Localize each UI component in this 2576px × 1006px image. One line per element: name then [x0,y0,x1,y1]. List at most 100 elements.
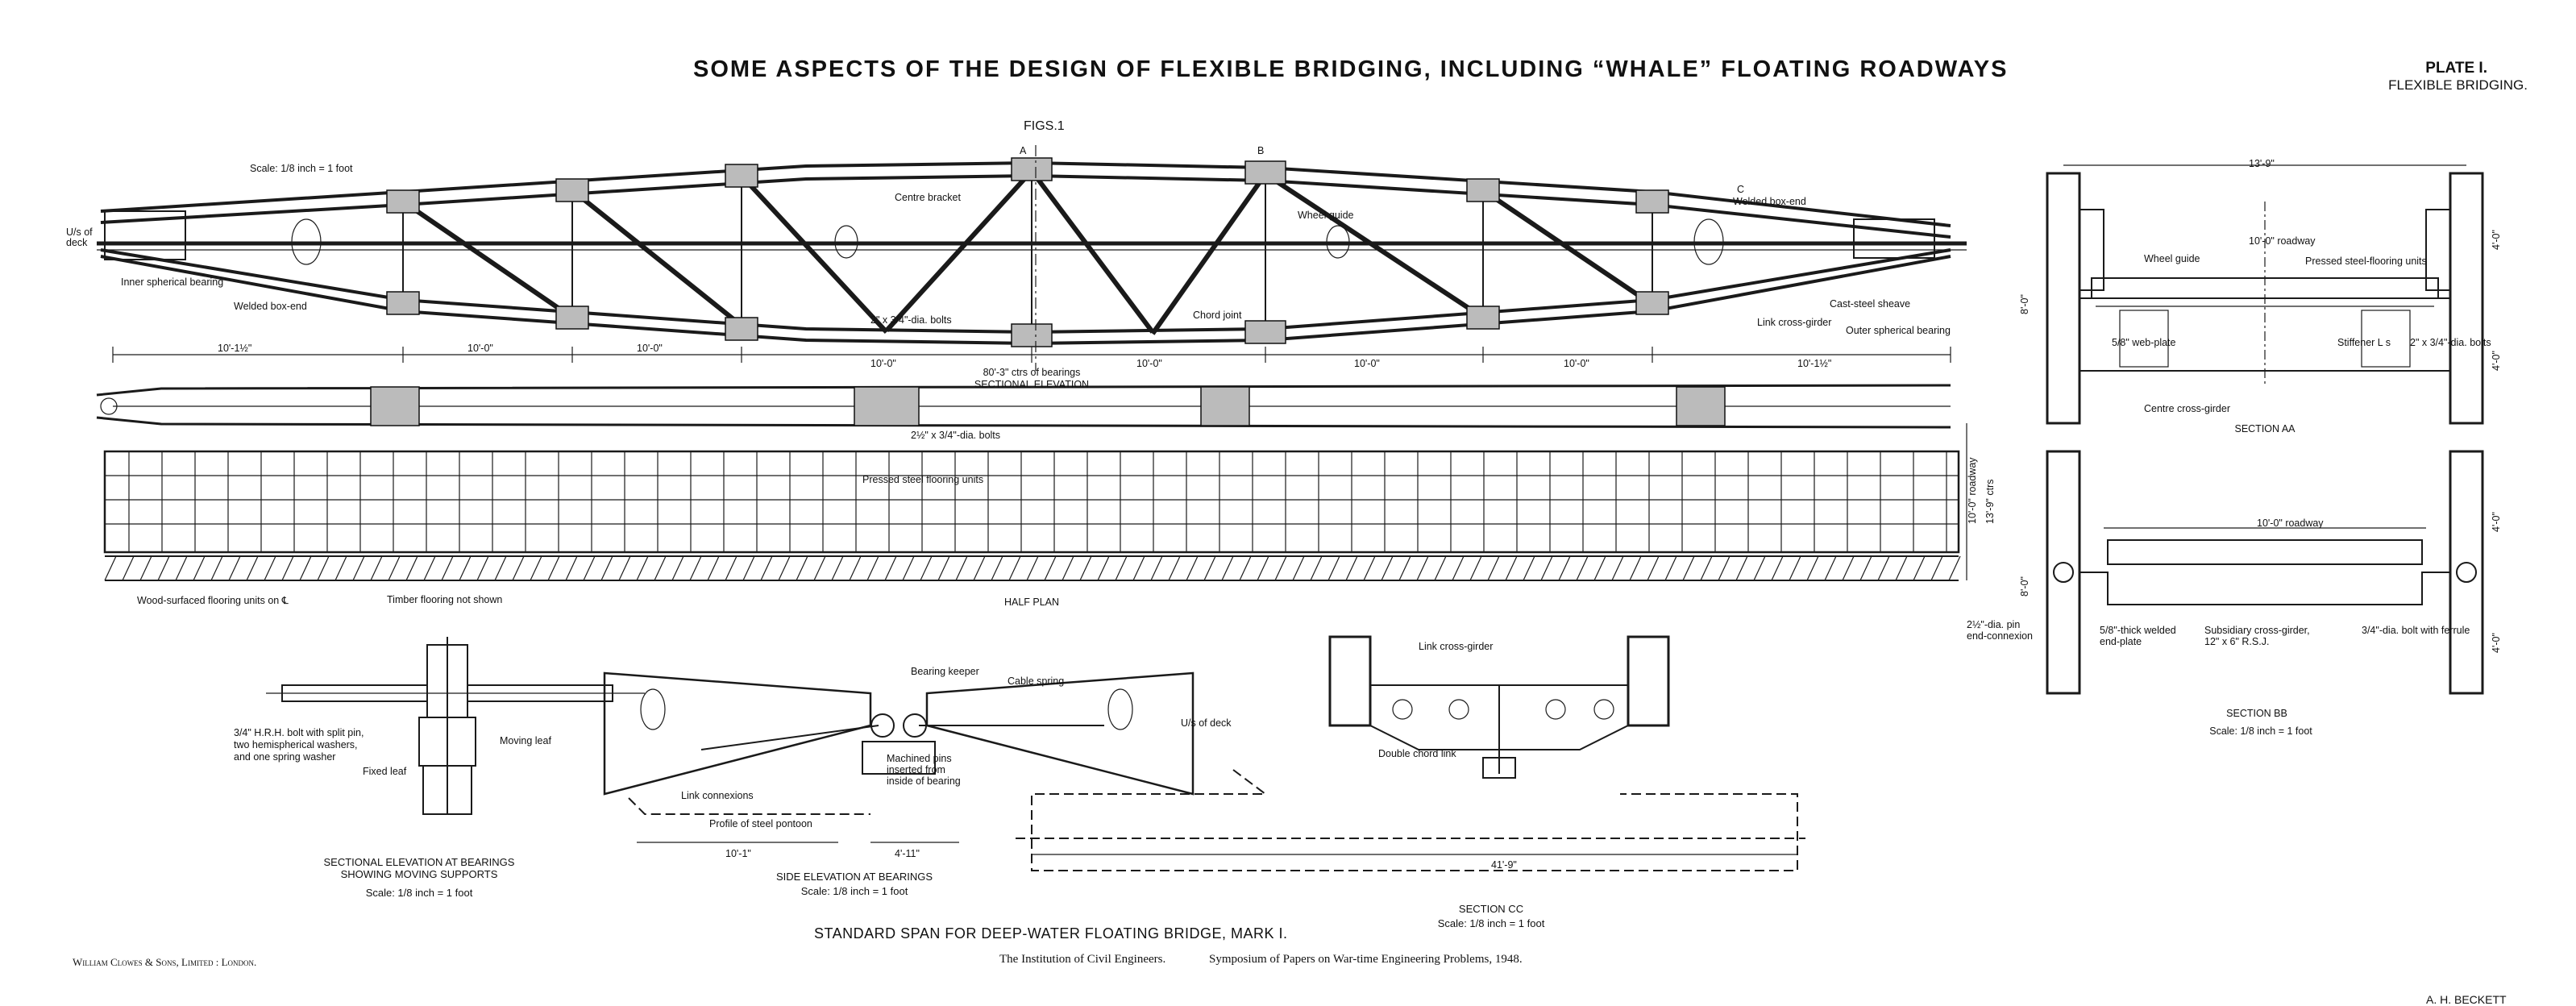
label-welded-box-end-right: Welded box-end [1733,196,1806,207]
timber-hatch-line [1824,555,1837,581]
cc-link-cross-girder: Link cross-girder [1419,641,1494,652]
timber-hatch-line [1274,555,1287,581]
se-pins-1: Machined pins [887,753,952,764]
timber-hatch-line [388,555,401,581]
section-mark-b: B [1257,145,1265,156]
timber-hatch-line [1540,555,1553,581]
timber-hatch-line [1718,555,1730,581]
aa-roadway: 10'-0" roadway [2249,235,2316,247]
timber-hatch-line [583,555,596,581]
timber-hatch-line [707,555,720,581]
timber-hatch-line [1168,555,1181,581]
sectional-elevation-caption: SECTIONAL ELEVATION [974,379,1090,390]
se-pins-3: inside of bearing [887,775,961,787]
printer: William Clowes & Sons, Limited : London. [73,956,257,968]
section-mark-a: A [1020,145,1027,156]
timber-hatch-line [1416,555,1429,581]
section-aa-caption: SECTION AA [2234,423,2296,434]
timber-hatch-line [1079,555,1092,581]
timber-hatch-line [1930,555,1943,581]
timber-hatch-line [1895,555,1908,581]
label-outer-bearing: Outer spherical bearing [1846,325,1951,336]
timber-hatch-line [1008,555,1021,581]
timber-hatch-line [1487,555,1500,581]
timber-hatch-line [1682,555,1695,581]
timber-hatch-line [1469,555,1482,581]
timber-hatch-line [210,555,223,581]
bb-ferrule: 3/4"-dia. bolt with ferrule [2362,625,2470,636]
timber-hatch-line [1452,555,1465,581]
timber-hatch-line [1593,555,1606,581]
timber-hatch-line [1310,555,1323,581]
timber-hatch-line [317,555,330,581]
label-wheel-guide: Wheel guide [1298,210,1354,221]
bb-height: 8'-0" [2019,576,2030,597]
ms-caption-1: SECTIONAL ELEVATION AT BEARINGS [323,856,515,868]
timber-hatch-line [1859,555,1872,581]
timber-hatch-line [352,555,365,581]
timber-hatch-line [831,555,844,581]
timber-hatch-line [937,555,950,581]
timber-hatch-line [1629,555,1642,581]
timber-hatch-line [512,555,525,581]
se-uls-deck: U/s of deck [1181,717,1232,729]
side-elevation-drawing [603,671,1195,843]
se-dim-2: 4'-11" [895,848,920,859]
ms-bolt-note-1: 3/4" H.R.H. bolt with split pin, [234,727,364,738]
label-inner-bearing: Inner spherical bearing [121,276,224,288]
plan-ctrs: 13'-9" ctrs [1984,479,1996,524]
dim-8: 10'-1½" [1797,358,1832,369]
timber-hatch-line [104,555,117,581]
timber-hatch-line [1842,555,1855,581]
dim-7: 10'-0" [1564,358,1589,369]
se-dim-1: 10'-1" [725,848,751,859]
label-bolts: 2" x 3/4"-dia. bolts [870,314,952,326]
timber-hatch-line [1398,555,1411,581]
section-cc-drawing [1016,635,1805,871]
aa-height: 8'-0" [2019,294,2030,314]
timber-hatch-line [778,555,791,581]
se-link-connexions: Link connexions [681,790,754,801]
half-plan-caption: HALF PLAN [1003,597,1060,608]
timber-hatch-line [902,555,915,581]
timber-hatch-line [760,555,773,581]
timber-hatch-line [1363,555,1376,581]
timber-hatch-line [139,555,152,581]
aa-wheel-guide: Wheel guide [2144,253,2200,264]
se-bearing-keeper: Bearing keeper [911,666,979,677]
timber-hatch-line [884,555,897,581]
timber-hatch-line [1257,555,1269,581]
timber-hatch-line [1877,555,1890,581]
label-uls-deck: U/s of deck [66,227,93,248]
truss-girder-elevation [97,145,1967,371]
ms-caption-2: SHOWING MOVING SUPPORTS [340,868,498,880]
timber-hatch-line [796,555,808,581]
timber-hatch-line [1221,555,1234,581]
timber-hatch-line [1434,555,1447,581]
plate-subtitle: FLEXIBLE BRIDGING. [2388,77,2528,93]
timber-hatch-line [1913,555,1926,581]
timber-hatch-line [175,555,188,581]
timber-hatch-line [1664,555,1677,581]
elevation-scale: Scale: 1/8 inch = 1 foot [250,163,353,174]
bb-roadway: 10'-0" roadway [2257,518,2324,529]
timber-hatch-line [991,555,1003,581]
overall-dim: 80'-3" ctrs of bearings [983,367,1081,378]
timber-hatch-line [494,555,507,581]
timber-hatch-line [1700,555,1713,581]
timber-hatch-line [1044,555,1057,581]
aa-flooring: Pressed steel-flooring units [2305,256,2427,267]
section-cc-caption: SECTION CC [1458,903,1524,915]
dim-1: 10'-1½" [218,343,252,354]
timber-hatch-line [1026,555,1039,581]
aa-side-dim-1: 4'-0" [2491,230,2502,250]
ms-scale: Scale: 1/8 inch = 1 foot [365,887,473,899]
se-pins-2: inserted from [887,764,945,775]
se-scale: Scale: 1/8 inch = 1 foot [800,885,908,897]
timber-hatch-line [334,555,347,581]
timber-hatch-line [1132,555,1145,581]
timber-hatch-line [955,555,968,581]
plan-flooring-label: Pressed steel flooring units [862,474,984,485]
timber-hatch-line [1097,555,1110,581]
plan-roadway: 10'-0" roadway [1967,457,1978,524]
